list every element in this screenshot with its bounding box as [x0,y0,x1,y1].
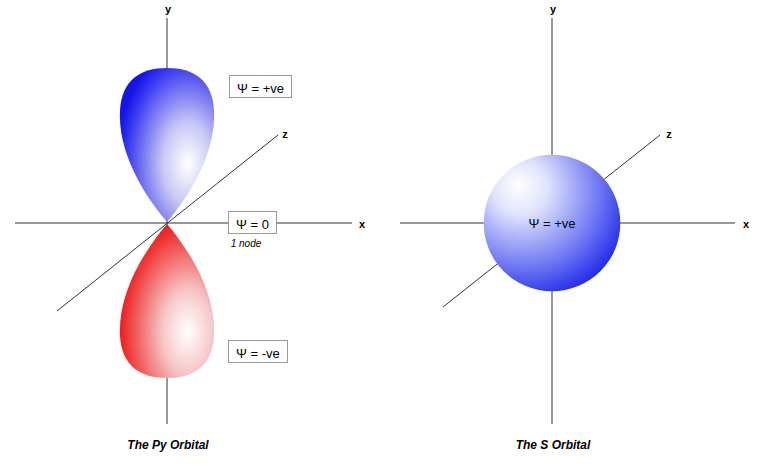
axis-label: x [743,218,749,230]
psi-value: Ψ = 0 [236,217,269,232]
value-box: Ψ = -ve [228,340,288,363]
axis-label: x [359,218,365,230]
negative-lobe [120,224,214,378]
psi-value: Ψ = +ve [529,216,576,231]
value-box: Ψ = 0 [228,211,277,234]
axis-label: z [666,128,672,140]
x-axis [15,223,352,224]
s-orbital-sphere: Ψ = +ve [483,154,621,292]
psi-value: Ψ = -ve [236,346,280,361]
figure-caption: The S Orbital [516,438,591,452]
positive-lobe [120,68,214,222]
z-axis [443,135,660,307]
axis-label: y [550,3,556,15]
psi-value: Ψ = +ve [237,81,284,96]
sphere-shape [484,155,621,292]
figure-caption: The Py Orbital [127,438,208,452]
axes [15,18,735,424]
axis-label: y [165,3,171,15]
value-box: Ψ = +ve [229,75,292,98]
axis-label: z [282,128,288,140]
node-note: 1 node [231,238,262,249]
